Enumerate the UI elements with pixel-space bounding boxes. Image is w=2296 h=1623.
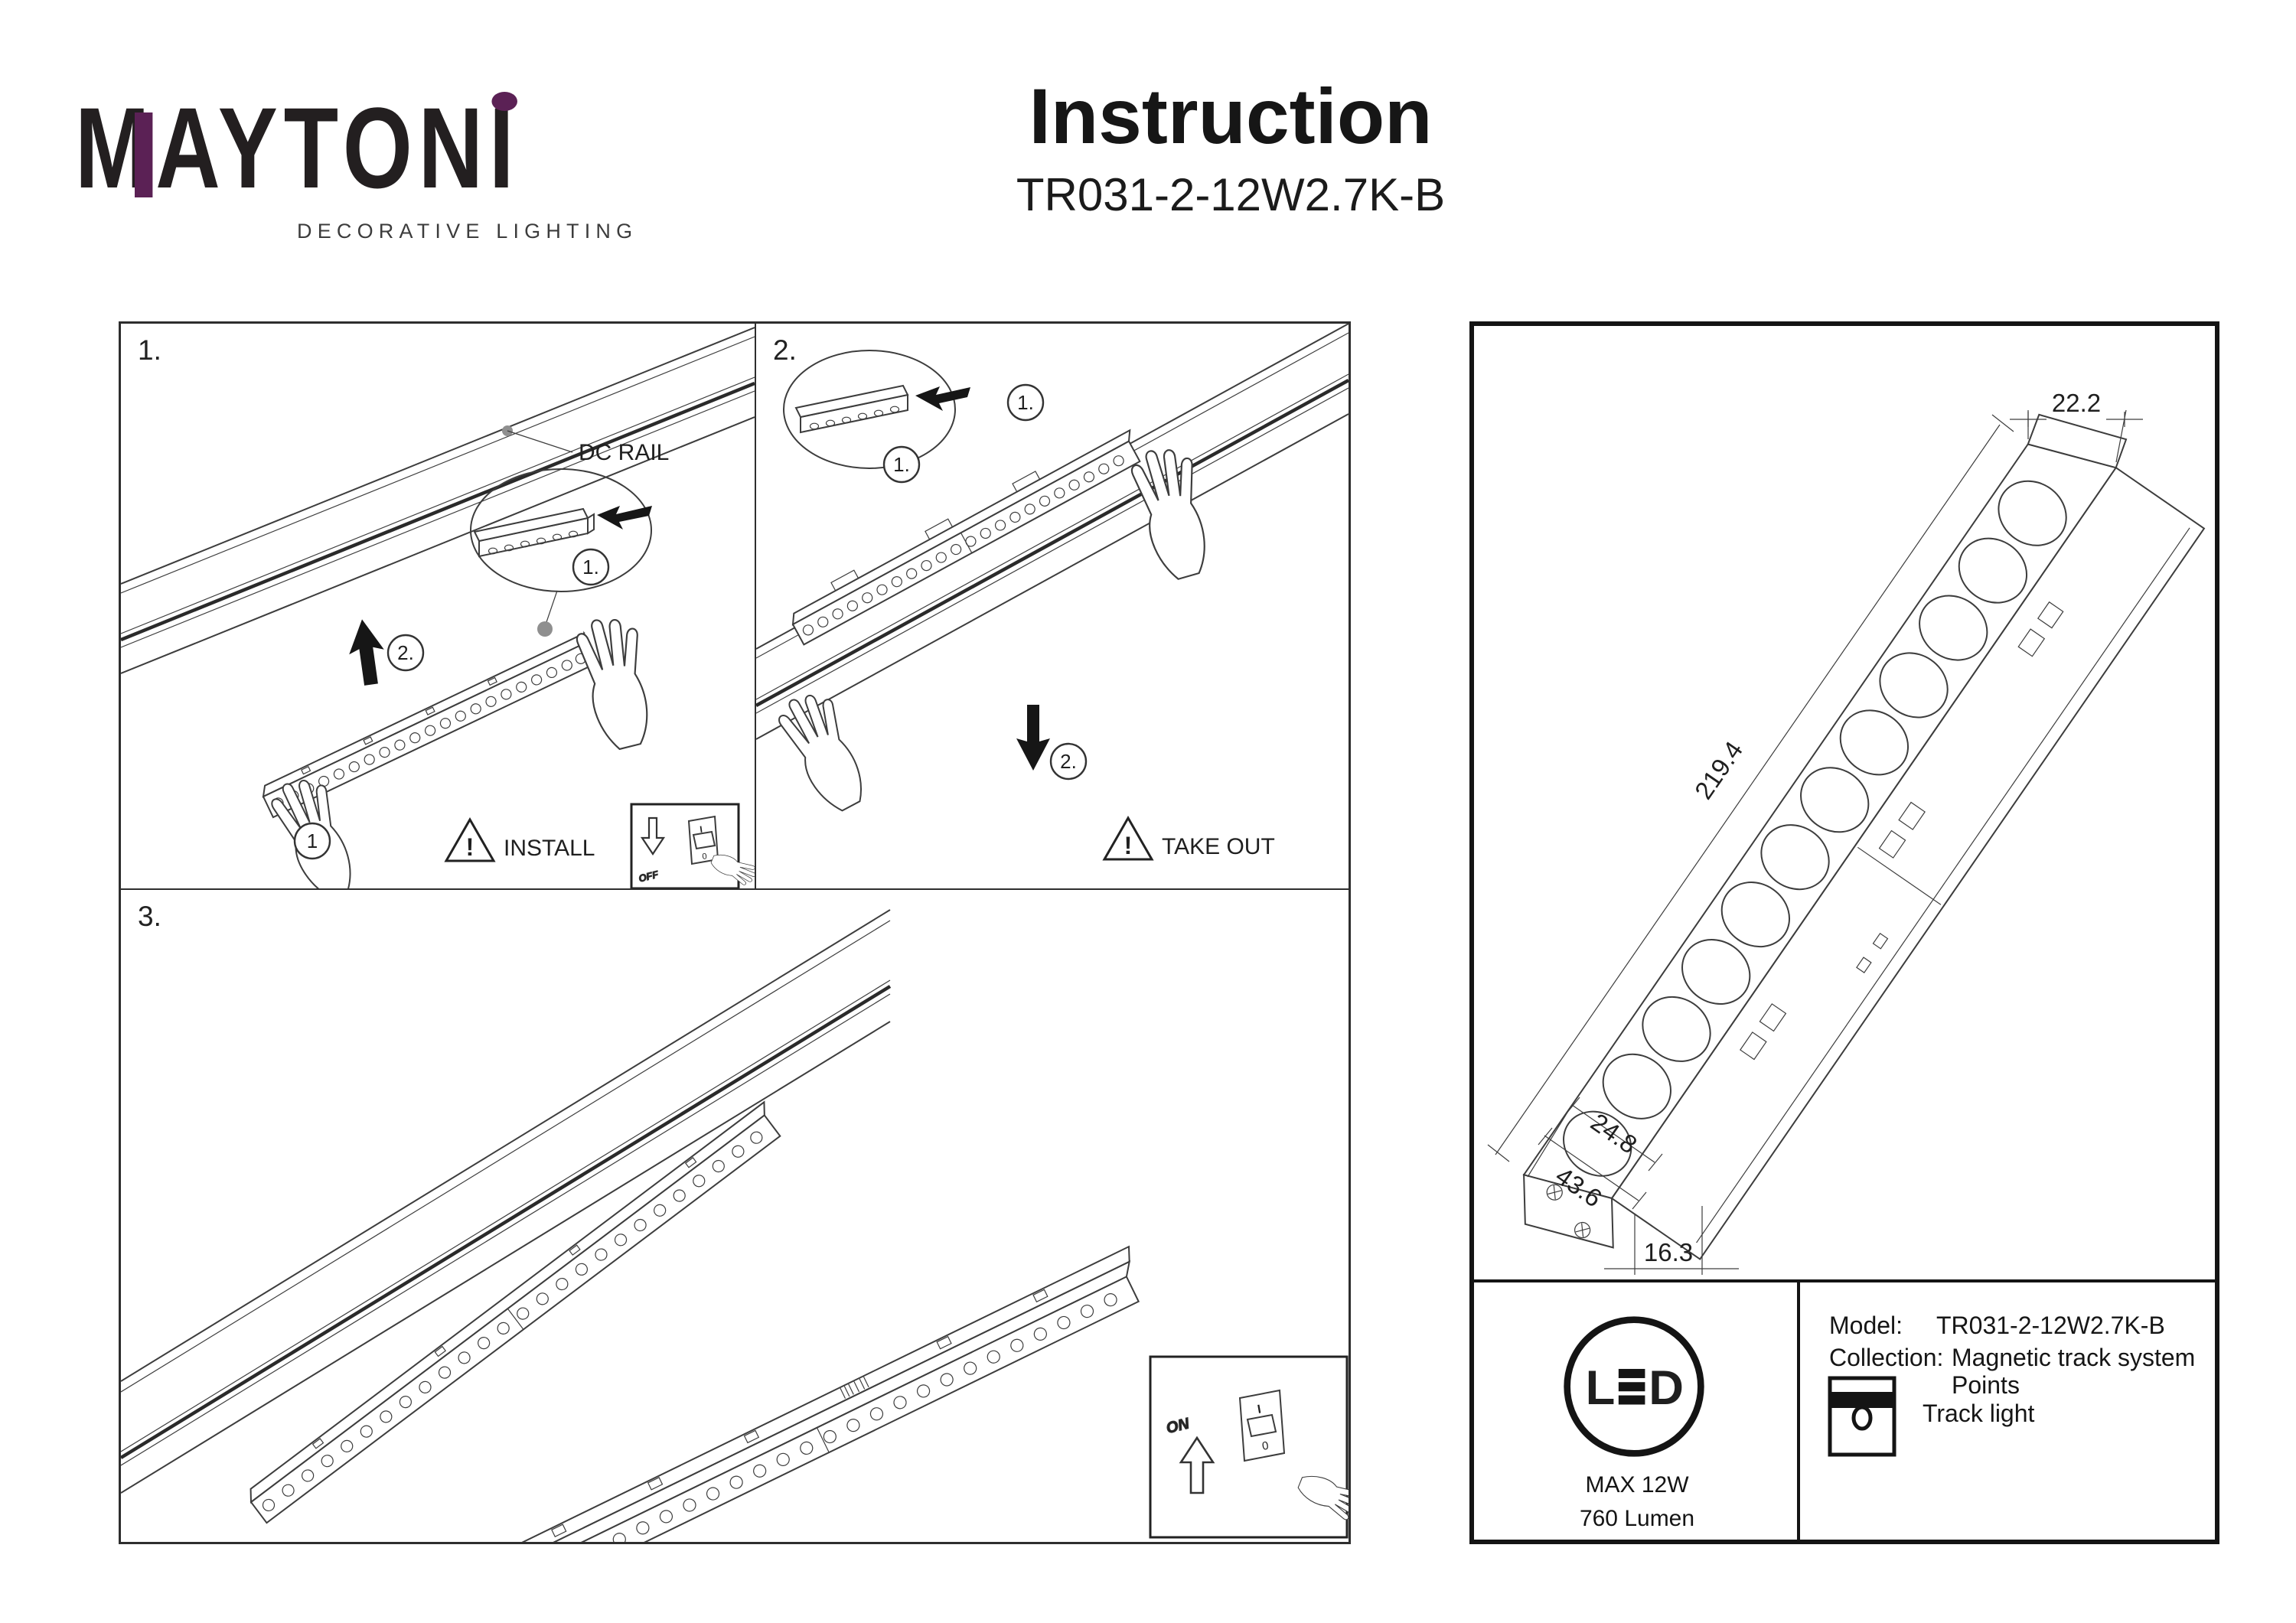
step2-bubble-callout: 1. <box>893 453 910 476</box>
zoom-detail-bubble <box>470 468 652 592</box>
dim-base-width-label: 16.3 <box>1644 1238 1693 1266</box>
right-hand-icon <box>1127 440 1223 585</box>
dim-top-width-label: 22.2 <box>2052 389 2101 417</box>
step2-warning-mark: ! <box>1124 832 1133 859</box>
type-line2: Track light <box>1923 1400 2035 1427</box>
collection-label: Collection: <box>1829 1344 1944 1371</box>
brand-letter-i: I <box>488 83 520 212</box>
dim-head-depth <box>1527 1097 1663 1178</box>
off-word: OFF <box>638 869 660 885</box>
instruction-steps-frame: 1. DC RAIL <box>119 321 1351 1544</box>
step2-illustration: 1. 1. <box>756 324 1349 861</box>
step1-callout2-circle <box>386 634 425 672</box>
brand-tagline: DECORATIVE LIGHTING <box>297 220 638 243</box>
track-light-drawing <box>262 631 596 819</box>
switch-on-mark: I <box>699 824 703 835</box>
switch-toggle <box>692 830 716 850</box>
product-spec-frame: 22.2 219.4 24.8 <box>1469 321 2219 1544</box>
step1-panel: 1. DC RAIL <box>121 324 755 888</box>
luminous-flux: 760 Lumen <box>1579 1506 1695 1531</box>
brand-letters: AYTON <box>155 83 489 212</box>
fixture-body <box>1522 413 2206 1260</box>
insert-arrow-icon <box>915 386 970 411</box>
warning-triangle-icon <box>444 816 496 862</box>
step2-panel: 2. <box>756 324 1349 888</box>
mounted-track-light <box>249 1100 781 1524</box>
dc-rail-drawing <box>121 909 892 1494</box>
switch-on-mark: I <box>1257 1403 1262 1416</box>
maytoni-logo: MAYTONI <box>75 90 520 205</box>
max-power: MAX 12W <box>1585 1472 1689 1498</box>
dc-rail-drawing <box>121 327 755 674</box>
track-light-drawing <box>791 429 1141 646</box>
led-letter-l: L <box>1586 1361 1616 1415</box>
step2-rail-callout-circle <box>1006 383 1045 422</box>
step1-illustration: DC RAIL 1. <box>121 327 755 888</box>
power-on-box: ON I 0 <box>1149 1355 1349 1539</box>
warning-triangle-icon <box>1102 815 1154 861</box>
right-hand-icon <box>572 610 664 754</box>
mount-clips <box>1696 527 2190 1243</box>
dim-total-height <box>1538 1127 1647 1210</box>
spec-row: L D MAX 12W 760 Lumen Model: TR031-2-12W… <box>1474 1279 2215 1540</box>
step1-callout1: 1. <box>582 556 599 578</box>
collection-value: Magnetic track system <box>1952 1344 2196 1371</box>
step1-callout2: 2. <box>397 641 414 664</box>
step3-number: 3. <box>138 901 161 932</box>
light-point-dot <box>537 621 553 637</box>
on-arrow-icon <box>1179 1436 1215 1494</box>
title-block: Instruction TR031-2-12W2.7K-B <box>925 77 1537 221</box>
step3-panel: 3. <box>121 890 1349 1542</box>
dimension-drawing: 22.2 219.4 24.8 <box>1474 326 2215 1279</box>
dim-base-width <box>1604 1206 1739 1275</box>
model-cell: Model: TR031-2-12W2.7K-B Collection: Mag… <box>1803 1282 2215 1540</box>
model-label: Model: <box>1829 1312 1903 1339</box>
dc-rail-drawing <box>756 324 1349 740</box>
step2-warning-label: TAKE OUT <box>1162 834 1275 859</box>
step2-pull-callout: 2. <box>1060 750 1077 773</box>
dim-length <box>1487 414 2014 1162</box>
step3-illustration: ON I 0 <box>121 909 1349 1542</box>
divider-row1-row2 <box>121 888 1349 890</box>
step1-hold-circle <box>293 822 331 860</box>
detached-track-light <box>506 1245 1140 1542</box>
connector-pins <box>840 1376 869 1399</box>
down-arrow-icon <box>1016 705 1050 771</box>
dim-length-label: 219.4 <box>1689 736 1748 804</box>
led-logo: L D <box>1564 1316 1704 1457</box>
step1-warning-label: INSTALL <box>504 836 595 861</box>
bubble-leader <box>546 590 558 623</box>
led-cell: L D MAX 12W 760 Lumen <box>1474 1282 1800 1540</box>
switch-off-mark: 0 <box>702 852 708 862</box>
dc-rail-label: DC RAIL <box>579 440 669 465</box>
step2-rail-callout: 1. <box>1017 391 1034 414</box>
step1-warning-mark: ! <box>466 833 475 861</box>
led-e-bars <box>1618 1368 1645 1405</box>
insert-arrow-icon <box>597 506 652 530</box>
step1-hold-callout: 1 <box>307 829 318 852</box>
off-arrow-icon <box>640 816 666 855</box>
step2-bubble-callout-circle <box>882 445 921 484</box>
up-arrow-icon <box>349 619 384 686</box>
divider-step1-step2 <box>755 324 756 888</box>
rail-label-leader <box>507 430 573 453</box>
brand-letter-m: M <box>75 83 156 212</box>
model-value: TR031-2-12W2.7K-B <box>1936 1312 2165 1339</box>
led-letter-d: D <box>1649 1361 1684 1415</box>
dim-top-width <box>2010 409 2143 463</box>
model-code-heading: TR031-2-12W2.7K-B <box>1016 169 1446 220</box>
zoom-detail-bubble <box>783 350 970 469</box>
step1-callout1-circle <box>572 548 610 586</box>
end-cap <box>1523 1174 1614 1249</box>
step2-pull-circle <box>1049 742 1088 781</box>
step2-number: 2. <box>773 334 797 366</box>
power-off-box: OFF I 0 <box>630 803 755 888</box>
track-light-icon <box>1828 1376 1896 1457</box>
step1-number: 1. <box>138 334 161 366</box>
page-title: Instruction <box>1029 73 1433 160</box>
switch-off-mark: 0 <box>1261 1439 1270 1453</box>
type-line1: Points <box>1952 1371 2020 1399</box>
left-hand-icon <box>772 683 880 818</box>
switch-toggle <box>1246 1413 1277 1438</box>
